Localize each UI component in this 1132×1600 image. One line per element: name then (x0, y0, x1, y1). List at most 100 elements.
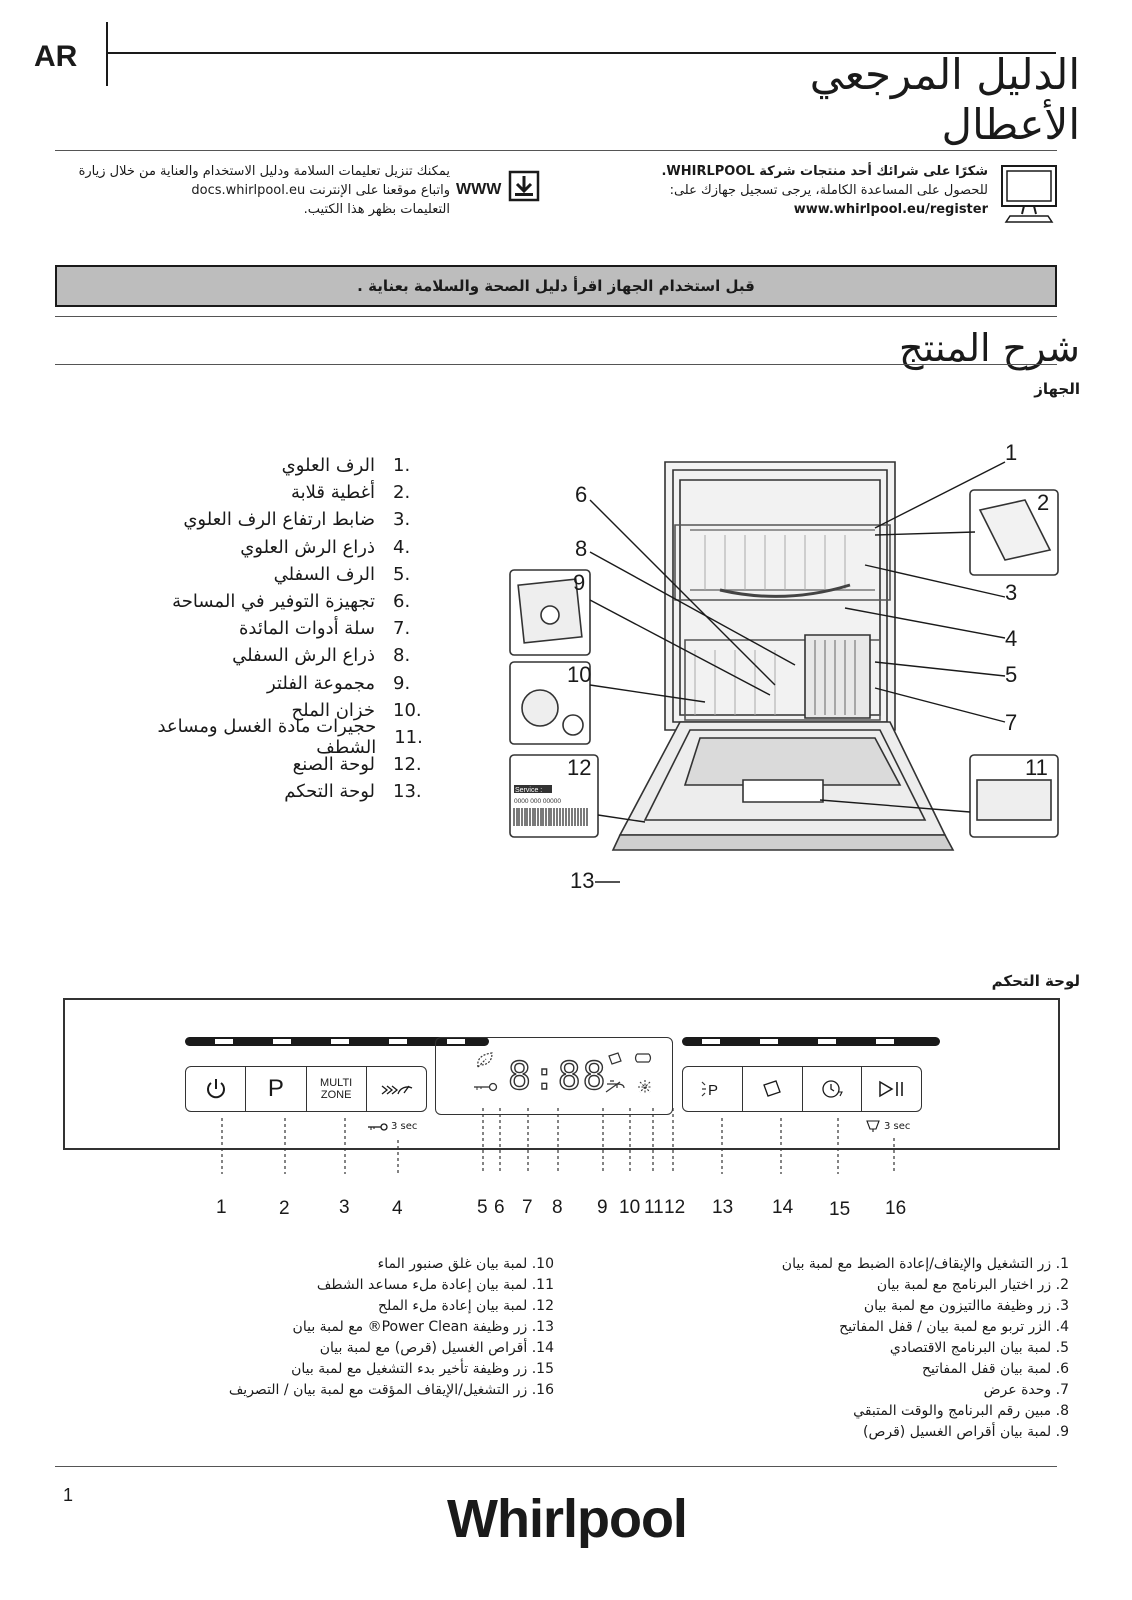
panel-number-1: 1 (216, 1197, 227, 1218)
download-icon: WWW (456, 170, 540, 208)
turbo-icon (381, 1085, 413, 1095)
parts-item-label: لوحة التحكم (284, 781, 375, 803)
parts-item-label: ضابط ارتفاع الرف العلوي (183, 509, 375, 531)
callout-8: 8 (575, 536, 588, 561)
legend-item: 3. زر وظيفة ماالتيزون مع لمبة بيان (863, 1298, 1069, 1314)
parts-item-number: 6. (393, 591, 411, 613)
callout-10: 10 (567, 662, 592, 687)
title-line-1: الدليل المرجعي (809, 50, 1080, 99)
callout-5: 5 (1005, 662, 1018, 687)
whirlpool-logo: Whirlpool (447, 1489, 688, 1549)
legend-item: 16. زر التشغيل/الإيقاف المؤقت مع لمبة بي… (228, 1382, 554, 1398)
delay-start-icon (822, 1080, 843, 1098)
program-label: P (267, 1075, 284, 1102)
parts-item-number: 13. (393, 781, 422, 803)
appliance-heading: الجهاز (1034, 380, 1080, 398)
legend-item: 4. الزر تربو مع لمبة بيان / قفل المفاتيح (839, 1319, 1069, 1335)
water-tap-icon (605, 1080, 625, 1093)
callout-6: 6 (575, 482, 588, 507)
register-info-line-1: شكرًا على شرائك أحد منتجات شركة WHIRLPOO… (661, 164, 988, 179)
parts-item-label: ذراع الرش السفلي (232, 645, 375, 667)
multizone-label-2: ZONE (320, 1089, 352, 1101)
digit-display: 8:88 (507, 1054, 608, 1098)
page-number: 1 (63, 1485, 74, 1505)
panel-number-9: 9 (597, 1197, 608, 1218)
power-button[interactable] (186, 1067, 247, 1111)
parts-item-label: خزان الملح (291, 699, 375, 721)
legend-item: 7. وحدة عرض (983, 1382, 1069, 1398)
salt-icon (634, 1053, 652, 1063)
safety-banner: قبل استخدام الجهاز اقرأ دليل الصحة والسل… (55, 265, 1057, 307)
callout-2: 2 (1037, 490, 1050, 515)
legend-item: 9. لمبة بيان أقراص الغسيل (قرص) (863, 1424, 1069, 1440)
panel-number-13: 13 (712, 1197, 734, 1218)
power-clean-button[interactable]: P (683, 1067, 743, 1111)
parts-item-number: 12. (393, 754, 422, 776)
legend-item: 5. لمبة بيان البرنامج الاقتصادي (889, 1340, 1069, 1356)
panel-number-8: 8 (552, 1197, 563, 1218)
panel-number-10: 10 (619, 1197, 641, 1218)
panel-number-15: 15 (829, 1199, 851, 1220)
display-unit: 8:88 (435, 1037, 673, 1115)
eco-leaf-icon (477, 1052, 493, 1068)
parts-item-number: 7. (393, 618, 411, 640)
tablet-button[interactable] (743, 1067, 803, 1111)
rinse-aid-icon (638, 1080, 652, 1094)
legend-item: 13. زر وظيفة Power Clean® مع لمبة بيان (292, 1319, 554, 1335)
drain-icon (866, 1120, 880, 1132)
panel-number-12: 12 (664, 1197, 686, 1218)
panel-number-3: 3 (339, 1197, 350, 1218)
callout-9: 9 (573, 570, 586, 595)
parts-item-number: 11. (394, 726, 423, 748)
right-button-group: P (682, 1066, 922, 1112)
panel-number-7: 7 (522, 1197, 533, 1218)
parts-item-label: الرف العلوي (281, 455, 375, 477)
drain-hint: 3 sec (865, 1119, 910, 1133)
register-info-line-2: للحصول على المساعدة الكاملة، يرجى تسجيل … (669, 183, 988, 198)
parts-item-label: ذراع الرش العلوي (240, 536, 375, 558)
multizone-button[interactable]: MULTI ZONE (307, 1067, 367, 1111)
left-button-group: P MULTI ZONE (185, 1066, 427, 1112)
turbo-button[interactable] (367, 1067, 426, 1111)
program-button[interactable]: P (246, 1067, 307, 1111)
power-icon (206, 1079, 225, 1099)
delay-start-button[interactable] (803, 1067, 863, 1111)
panel-number-14: 14 (772, 1197, 794, 1218)
parts-list-item: خزان الملح 10. (100, 697, 435, 724)
parts-item-number: 3. (393, 509, 411, 531)
start-pause-button[interactable] (862, 1067, 921, 1111)
parts-item-label: لوحة الصنع (292, 754, 375, 776)
panel-number-4: 4 (392, 1198, 403, 1219)
docs-info: يمكنك تنزيل تعليمات السلامة ودليل الاستخ… (70, 162, 450, 219)
legend-item: 10. لمبة بيان غلق صنبور الماء (377, 1256, 554, 1272)
register-info: شكرًا على شرائك أحد منتجات شركة WHIRLPOO… (600, 162, 988, 219)
header-rule (106, 52, 1056, 54)
svg-text:P: P (708, 1082, 718, 1099)
power-clean-icon: P (701, 1081, 718, 1099)
register-url[interactable]: www.whirlpool.eu/register (793, 202, 988, 217)
legend-item: 12. لمبة بيان إعادة ملء الملح (378, 1298, 554, 1314)
parts-item-number: 1. (393, 455, 411, 477)
section-top-rule (55, 316, 1057, 317)
parts-item-label: مجموعة الفلتر (267, 672, 375, 694)
parts-item-number: 10. (393, 699, 422, 721)
service-label: Service : (515, 787, 542, 794)
key-lock-icon (474, 1082, 498, 1092)
parts-item-number: 5. (393, 563, 411, 585)
right-indicator-bar (682, 1037, 940, 1046)
docs-info-line-2: docs.whirlpool.eu واتباع موقعنا على الإن… (191, 183, 450, 198)
panel-number-11: 11 (644, 1197, 664, 1218)
panel-number-16: 16 (885, 1198, 907, 1219)
drain-duration: 3 sec (884, 1120, 911, 1132)
legend-item: 8. مبين رقم البرنامج والوقت المتبقي (853, 1403, 1069, 1419)
parts-item-label: الرف السفلي (273, 563, 375, 585)
service-number: 0000 000 00000 (514, 798, 561, 805)
tablet-icon (608, 1052, 622, 1065)
language-code: AR (34, 40, 78, 73)
